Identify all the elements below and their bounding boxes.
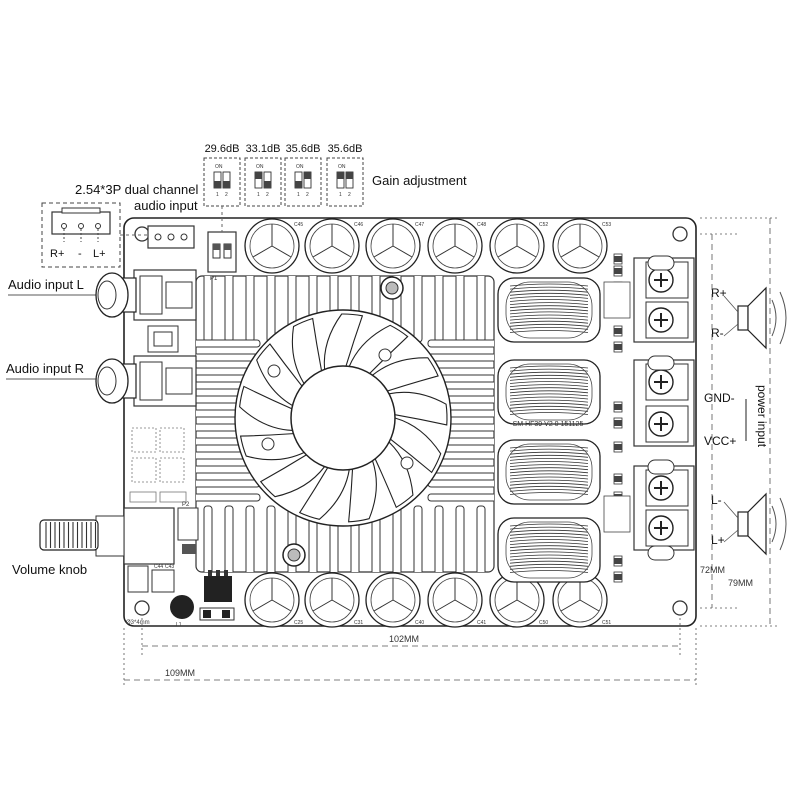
rca-jack-right xyxy=(95,355,197,407)
switch-on-label: ON xyxy=(296,164,304,170)
p1-label: P1 xyxy=(210,276,218,282)
switch-on-label: ON xyxy=(215,164,223,170)
mount-hole xyxy=(672,226,688,242)
heatsink xyxy=(195,275,495,573)
fan-blade xyxy=(389,417,442,474)
switch-pin-label: 2 xyxy=(306,192,309,198)
inductor-l1 xyxy=(170,595,194,619)
gain-adjustment-label: Gain adjustment xyxy=(372,173,467,188)
vcc-label: VCC+ xyxy=(704,434,736,448)
input-connector-label-1: 2.54*3P dual channel xyxy=(75,182,198,197)
power-input-label: power input xyxy=(755,385,769,448)
ic-chip xyxy=(204,576,232,602)
dim-102mm: 102MM xyxy=(389,634,419,644)
capacitor-label: C45 xyxy=(294,222,303,228)
gain-option-value: 29.6dB xyxy=(205,143,240,155)
gain-option-box xyxy=(203,157,241,207)
speaker-l-minus-label: L- xyxy=(711,493,722,507)
fan-blade xyxy=(256,343,303,407)
fan-blade xyxy=(259,454,326,498)
pin-l-plus: L+ xyxy=(93,248,106,260)
capacitor-label: C47 xyxy=(415,222,424,228)
speaker-icon xyxy=(737,511,749,537)
p2-label: P2 xyxy=(182,502,190,508)
dim-109mm: 109MM xyxy=(165,668,195,678)
switch-pin-label: 1 xyxy=(339,192,342,198)
capacitor-label: C50 xyxy=(539,620,548,626)
fan-blade xyxy=(298,467,350,520)
capacitor-label: C25 xyxy=(294,620,303,626)
gain-option-value: 35.6dB xyxy=(286,143,321,155)
pin-minus: - xyxy=(78,248,82,260)
switch-pin-label: 2 xyxy=(266,192,269,198)
hole-dim: Ø3*4mm xyxy=(126,620,150,626)
switch-pin-label: 1 xyxy=(297,192,300,198)
audio-input-r-label: Audio input R xyxy=(6,361,84,376)
volume-potentiometer: P2 xyxy=(39,502,199,565)
l1-label: L1 xyxy=(176,622,182,628)
gnd-label: GND- xyxy=(704,391,735,405)
capacitor-label: C53 xyxy=(602,222,611,228)
board-marking: SM HF39 V2 0 151125 xyxy=(513,421,584,428)
capacitor-label: C52 xyxy=(539,222,548,228)
switch-pin-label: 1 xyxy=(257,192,260,198)
board-gain-switch xyxy=(207,231,237,273)
switch-pin-label: 2 xyxy=(225,192,228,198)
fan-blade xyxy=(348,460,377,523)
mount-hole xyxy=(672,600,688,616)
fan-hub xyxy=(290,365,396,471)
capacitor-label: C51 xyxy=(602,620,611,626)
switch-on-label: ON xyxy=(338,164,346,170)
pin-r-plus: R+ xyxy=(50,248,64,260)
gain-option-value: 35.6dB xyxy=(328,143,363,155)
dim-72mm: 72MM xyxy=(700,565,725,575)
capacitor-label: C40 xyxy=(415,620,424,626)
volume-knob-label: Volume knob xyxy=(12,562,87,577)
rca-jack-left xyxy=(95,269,197,321)
fan-blade xyxy=(323,313,364,371)
fan-blade xyxy=(348,324,409,375)
dimension-lines xyxy=(123,217,780,688)
input-connector-label-2: audio input xyxy=(134,198,198,213)
small-connector xyxy=(127,565,149,593)
fan-blade xyxy=(291,317,323,385)
gain-option-value: 33.1dB xyxy=(246,143,281,155)
switch-pin-label: 1 xyxy=(216,192,219,198)
switch-pin-label: 2 xyxy=(348,192,351,198)
dim-79mm: 79MM xyxy=(728,578,753,588)
gain-option-box xyxy=(244,157,282,207)
mount-hole xyxy=(134,226,150,242)
capacitor-label: C48 xyxy=(477,222,486,228)
capacitor-label: C41 xyxy=(477,620,486,626)
speaker-l-plus-label: L+ xyxy=(711,533,725,547)
c43-label: C43 xyxy=(165,564,174,570)
fan-blade xyxy=(388,391,448,426)
mount-hole xyxy=(134,600,150,616)
switch-on-label: ON xyxy=(256,164,264,170)
gain-option-box xyxy=(326,157,364,207)
fan-blade xyxy=(371,357,439,392)
audio-input-l-label: Audio input L xyxy=(8,277,84,292)
capacitor-label: C46 xyxy=(354,222,363,228)
c44-label: C44 xyxy=(154,564,163,570)
capacitor-label: C31 xyxy=(354,620,363,626)
speaker-r-plus-label: R+ xyxy=(711,286,727,300)
fan-blade xyxy=(239,385,294,432)
gain-option-box xyxy=(284,157,322,207)
speaker-icon xyxy=(737,305,749,331)
speaker-r-minus-label: R- xyxy=(711,326,724,340)
